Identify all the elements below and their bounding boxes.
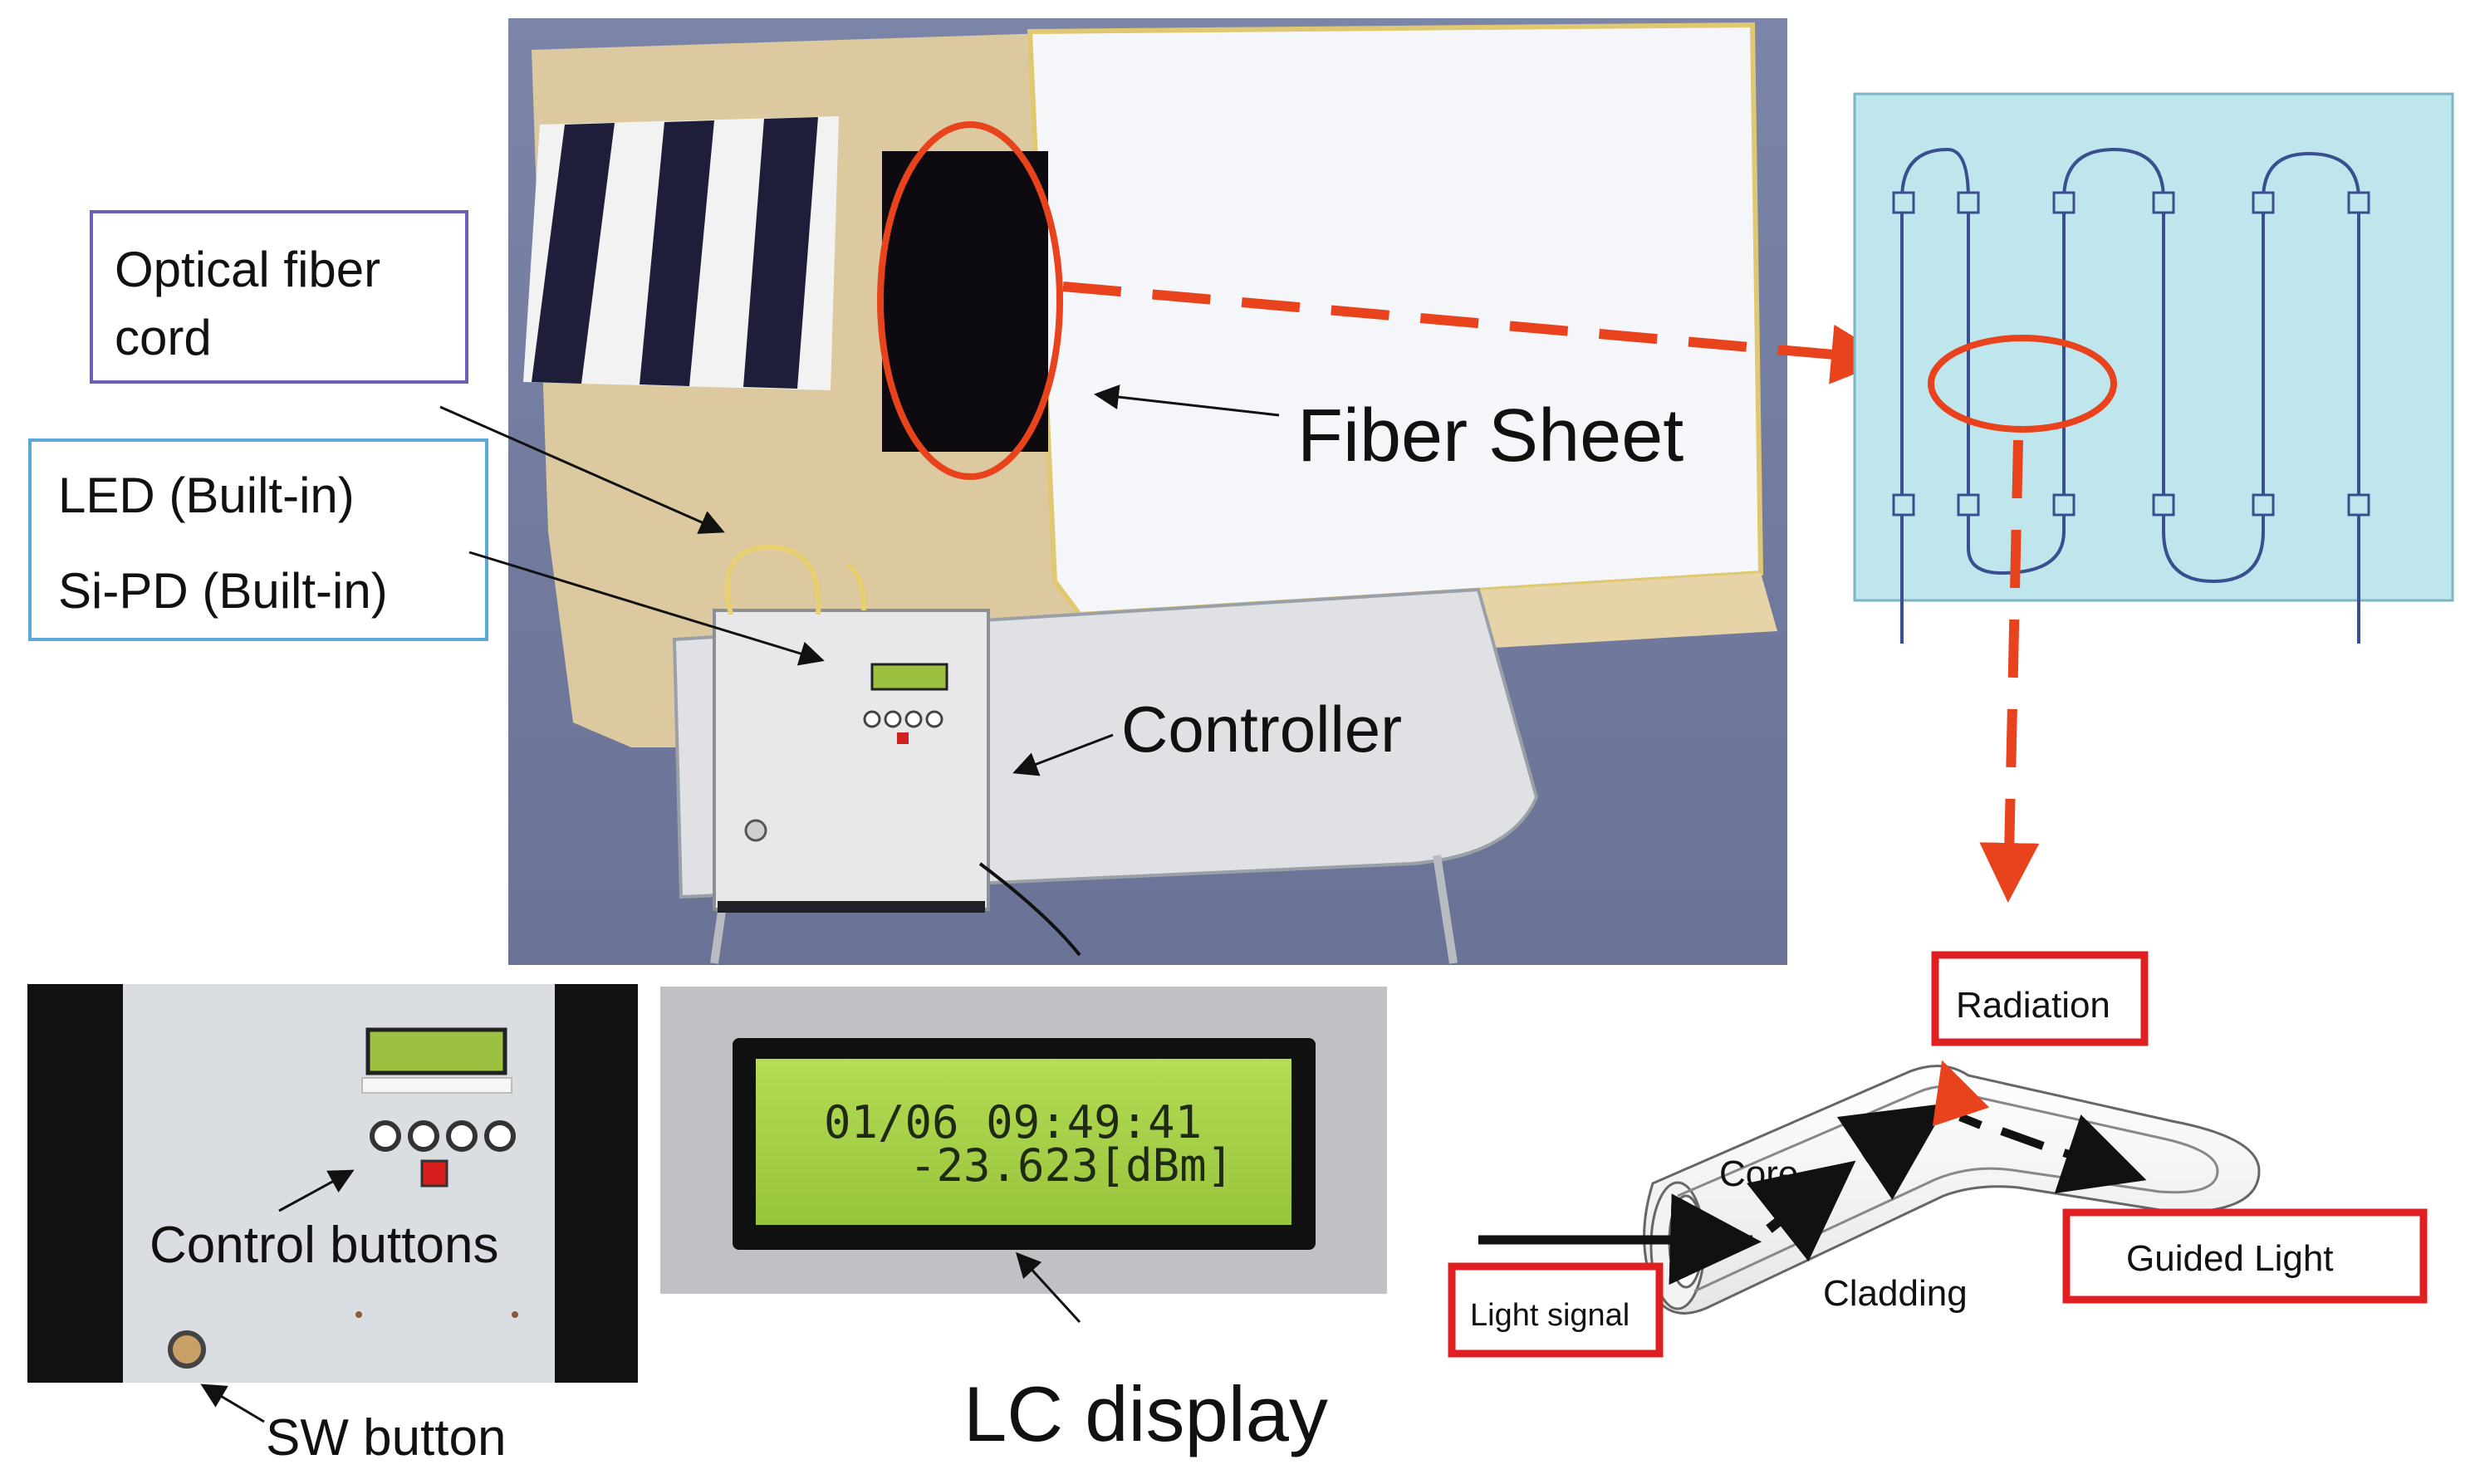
radiation-label: Radiation	[1956, 985, 2110, 1026]
sipd-builtin-label: Si-PD (Built-in)	[58, 563, 388, 619]
controller-label: Controller	[1121, 693, 1402, 766]
optical-fiber-cord-callout: Optical fiber cord	[90, 210, 468, 384]
led-sipd-callout: LED (Built-in) Si-PD (Built-in)	[28, 438, 488, 641]
light-signal-label: Light signal	[1470, 1298, 1630, 1333]
sensing-area-highlight	[877, 121, 1063, 480]
zoom-arrow-to-fiber	[1979, 439, 2040, 903]
core-label: Core	[1719, 1153, 1798, 1194]
control-panel-photo	[27, 984, 638, 1383]
guided-light-label: Guided Light	[2126, 1238, 2334, 1279]
cladding-label: Cladding	[1823, 1273, 1968, 1314]
led-builtin-label: LED (Built-in)	[58, 468, 355, 523]
bed-photo	[508, 18, 1787, 965]
sw-button-label: SW button	[266, 1409, 506, 1467]
black-sensor-pad	[882, 151, 1048, 452]
radiation-label-box: Radiation	[1931, 951, 2149, 1046]
light-signal-label-box: Light signal	[1448, 1262, 1664, 1358]
lcd-line1: 01/06 09:49:41	[824, 1096, 1202, 1149]
fiber-sheet-schematic	[1853, 92, 2454, 644]
lcd-line2: -23.623[dBm]	[909, 1139, 1233, 1192]
guided-light-label-box: Guided Light	[2062, 1208, 2428, 1304]
optical-fiber-cord-label-line1: Optical fiber	[115, 242, 380, 297]
lc-display-label: LC display	[963, 1370, 1328, 1457]
striped-pillow	[523, 116, 839, 390]
zoom-arrow-to-schematic	[1062, 282, 1891, 384]
lcd-photo: 01/06 09:49:41 -23.623[dBm]	[660, 987, 1387, 1294]
optical-fiber-cord-label-line2: cord	[115, 310, 212, 365]
control-buttons-label: Control buttons	[149, 1217, 498, 1274]
fiber-bend-diagram	[1478, 1060, 2261, 1315]
fiber-sheet-label: Fiber Sheet	[1297, 394, 1683, 478]
controller-box	[713, 609, 990, 913]
bend-area-highlight	[1928, 335, 2117, 433]
